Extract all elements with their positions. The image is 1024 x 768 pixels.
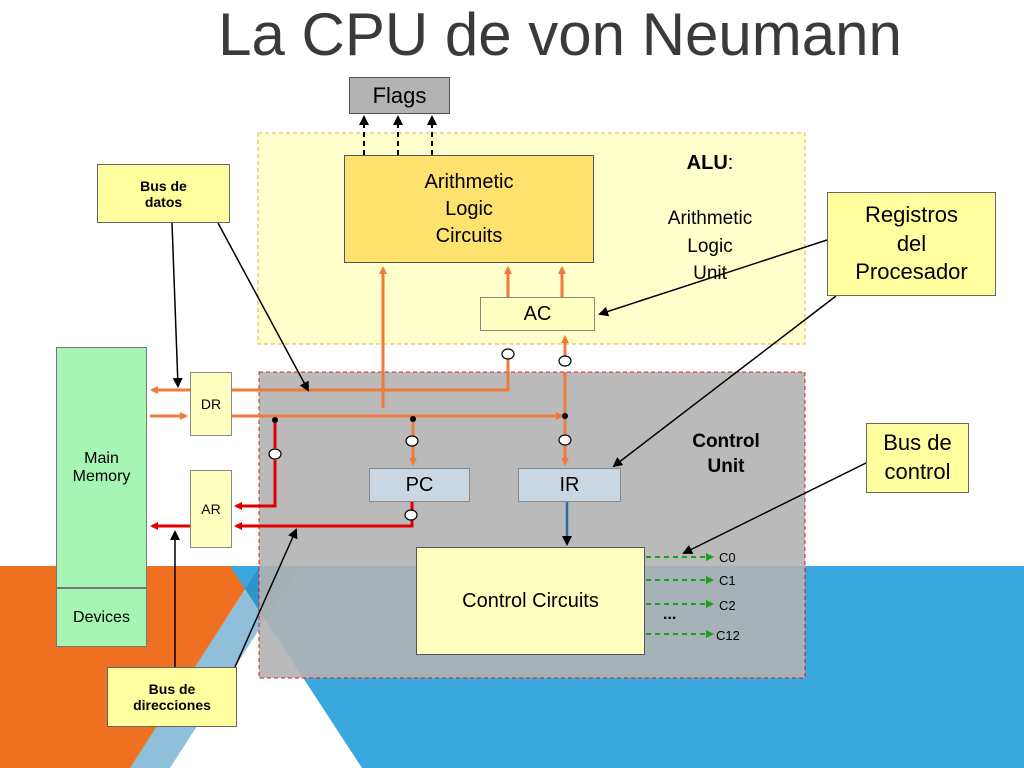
ar-register: AR: [190, 470, 232, 548]
control-unit-label: Control Unit: [668, 430, 784, 479]
callout-line: direcciones: [133, 697, 211, 713]
bus-de-direcciones-callout: Bus de direcciones: [107, 667, 237, 727]
control-signals: [646, 553, 714, 638]
signal-c2-label: C2: [719, 598, 736, 613]
alu-label-colon: :: [727, 152, 734, 174]
gate-ac-out: [501, 348, 515, 360]
junction-dot: [562, 413, 568, 419]
callout-line: del: [896, 230, 927, 256]
signal-c12-label: C12: [716, 628, 740, 643]
junction-dot: [410, 416, 416, 422]
bus-de-datos-callout: Bus de datos: [97, 164, 230, 223]
signal-c0-label: C0: [719, 550, 736, 565]
junction-dot: [272, 417, 278, 423]
alu-circuits-line: Logic: [445, 197, 493, 220]
callout-line: Procesador: [855, 259, 968, 285]
gate-ac-in: [558, 355, 572, 367]
alu-desc-line: Arithmetic: [667, 208, 753, 229]
control-circuits-box: Control Circuits: [416, 547, 645, 655]
control-unit-line: Unit: [707, 455, 745, 477]
gate-pc-in: [405, 435, 419, 447]
bus-de-control-callout: Bus de control: [866, 423, 969, 493]
main-memory-line: Main: [84, 449, 119, 467]
address-bus: [150, 420, 414, 530]
control-unit-line: Control: [692, 431, 760, 452]
flags-box: Flags: [349, 77, 450, 114]
dr-register: DR: [190, 372, 232, 436]
gate-mar: [268, 448, 282, 460]
registros-del-procesador-callout: Registros del Procesador: [827, 192, 996, 296]
signal-c1-label: C1: [719, 573, 736, 588]
main-memory-box: Main Memory: [56, 347, 147, 588]
alu-desc-line: Unit: [693, 263, 727, 285]
main-memory-line: Memory: [72, 467, 131, 485]
callout-line: Bus de: [148, 681, 196, 697]
gate-ir-in: [558, 434, 572, 446]
callout-line: datos: [144, 193, 183, 210]
alu-circuits-line: Arithmetic: [424, 170, 514, 193]
ir-register: IR: [518, 468, 621, 502]
alu-label: ALU:: [640, 152, 780, 175]
devices-box: Devices: [56, 588, 147, 647]
ac-register: AC: [480, 297, 595, 331]
page-title: La CPU de von Neumann: [218, 1, 902, 68]
callout-line: Bus de: [883, 430, 952, 456]
pc-register: PC: [369, 468, 470, 502]
callout-line: Registros: [865, 202, 958, 228]
alu-description: Arithmetic Logic Unit: [640, 205, 780, 288]
alu-desc-line: Logic: [687, 235, 733, 257]
callout-line: control: [884, 459, 951, 484]
alu-label-text: ALU: [686, 152, 728, 174]
callout-line: Bus de: [140, 177, 187, 194]
arithmetic-logic-circuits-box: Arithmetic Logic Circuits: [344, 155, 594, 263]
callout-pointers: [170, 222, 869, 668]
gate-pc-out: [404, 509, 418, 521]
alu-circuits-line: Circuits: [435, 224, 503, 247]
signals-ellipsis: ...: [663, 606, 677, 623]
